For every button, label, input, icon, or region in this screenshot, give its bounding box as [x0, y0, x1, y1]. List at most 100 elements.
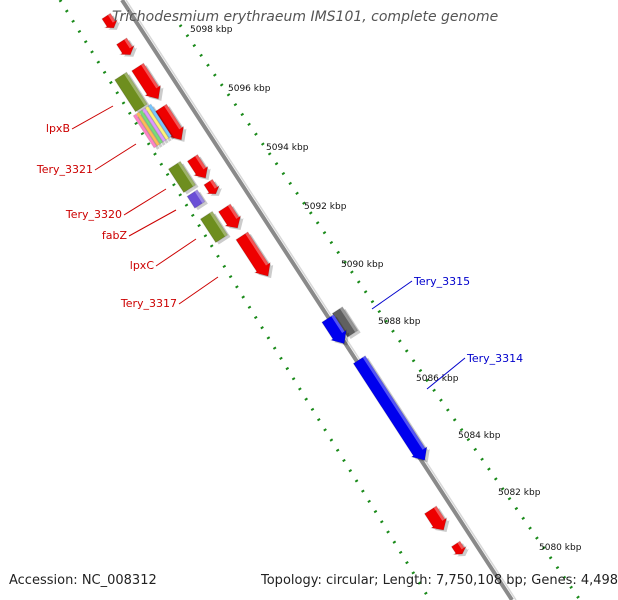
multicolour-stripe-feature-highlight — [133, 114, 157, 148]
multicolour-stripe-feature-highlight — [142, 108, 166, 142]
kbp-scale-labels: 5098 kbp 5096 kbp 5094 kbp 5092 kbp 5090 kbp… — [190, 25, 582, 553]
olive-gene-feature-body — [167, 160, 197, 194]
inner-right-dotted-track — [178, 24, 582, 600]
red-gene-feature-highlight — [107, 13, 116, 23]
multicolour-stripe-feature — [132, 113, 160, 150]
multicolour-stripe-feature-highlight — [139, 110, 163, 144]
red-gene-feature-highlight — [194, 154, 206, 170]
red-gene-feature-highlight — [433, 506, 445, 521]
olive-gene-feature — [114, 71, 151, 114]
multicolour-stripe-feature-highlight — [145, 106, 169, 140]
purple-gene-feature-highlight — [194, 189, 205, 204]
olive-gene-feature-highlight — [123, 72, 148, 106]
leader-line — [426, 357, 466, 390]
red-gene-feature — [131, 62, 164, 101]
red-gene-feature — [235, 231, 274, 279]
kbp-label: 5092 kbp — [304, 202, 347, 212]
genome-title: Trichodesmium erythraeum IMS101, complet… — [112, 9, 499, 25]
purple-gene-feature-body — [186, 189, 206, 209]
olive-gene-feature-body — [199, 210, 229, 244]
leader-line — [155, 238, 197, 267]
gray-gene-feature-highlight — [339, 306, 358, 333]
leader-line — [128, 209, 177, 237]
gene-label: lpxC — [130, 259, 155, 272]
gene-label: lpxB — [46, 122, 70, 135]
blue-gene-feature — [321, 313, 350, 346]
gene-label: Tery_3320 — [65, 208, 122, 221]
red-gene-feature-body — [131, 62, 162, 100]
kbp-label: 5096 kbp — [228, 84, 271, 94]
purple-gene-feature — [186, 189, 208, 211]
red-gene-feature-highlight — [163, 104, 182, 130]
multicolour-stripe-feature — [144, 105, 172, 142]
multicolour-stripe-feature-highlight — [148, 104, 172, 138]
red-gene-feature — [101, 12, 121, 30]
leader-line — [71, 105, 114, 130]
leader-line — [178, 276, 219, 305]
multicolour-stripe-feature — [135, 111, 163, 148]
kbp-label: 5082 kbp — [498, 488, 541, 498]
accession-text: Accession: NC_008312 — [9, 573, 157, 588]
multicolour-stripe-feature — [147, 103, 175, 140]
gene-label: fabZ — [102, 229, 128, 242]
olive-gene-feature-highlight — [177, 161, 196, 187]
red-gene-feature-body — [115, 37, 136, 56]
multicolour-stripe-feature — [138, 109, 166, 146]
label-leader-lines — [71, 105, 466, 390]
topology-summary: Topology: circular; Length: 7,750,108 bp… — [261, 573, 618, 588]
gray-gene-feature — [331, 306, 361, 340]
gene-label: Tery_3314 — [466, 352, 523, 365]
red-gene-feature — [186, 153, 211, 181]
kbp-label: 5088 kbp — [378, 317, 421, 327]
multicolour-stripe-feature-body — [132, 113, 158, 149]
red-gene-feature — [217, 203, 244, 231]
red-gene-feature-highlight — [227, 204, 239, 219]
kbp-label: 5094 kbp — [266, 143, 309, 153]
blue-gene-feature-highlight — [331, 314, 345, 334]
leader-line — [371, 280, 413, 310]
red-gene-feature-highlight — [457, 541, 465, 550]
leader-line — [123, 188, 167, 216]
red-gene-feature-highlight — [209, 179, 218, 189]
red-gene-feature — [203, 178, 223, 196]
red-gene-feature-highlight — [124, 38, 133, 49]
gene-label: Tery_3321 — [36, 163, 93, 176]
red-gene-feature-highlight — [140, 63, 159, 89]
genome-map: 5098 kbp 5096 kbp 5094 kbp 5092 kbp 5090 kbp… — [36, 0, 582, 600]
blue-gene-feature-highlight — [362, 355, 426, 450]
gene-features — [101, 12, 469, 557]
red-gene-feature-body — [203, 178, 221, 195]
red-gene-feature — [450, 540, 469, 557]
multicolour-stripe-feature-body — [147, 103, 173, 139]
multicolour-stripe-feature-body — [135, 111, 161, 147]
kbp-label: 5080 kbp — [539, 543, 582, 553]
olive-gene-feature-highlight — [209, 211, 228, 237]
kbp-label: 5090 kbp — [341, 260, 384, 270]
gray-gene-feature-body — [331, 306, 359, 338]
red-gene-feature-body — [217, 203, 242, 229]
red-gene-feature-body — [235, 231, 271, 277]
genome-backbone — [120, 0, 517, 600]
blue-gene-feature-body — [352, 355, 428, 461]
multicolour-stripe-feature-body — [141, 107, 167, 143]
multicolour-stripe-feature-body — [138, 109, 164, 145]
red-gene-feature-body — [101, 12, 119, 29]
olive-gene-feature — [199, 210, 231, 245]
multicolour-stripe-feature-body — [144, 105, 170, 141]
kbp-label: 5084 kbp — [458, 431, 501, 441]
red-gene-feature — [115, 37, 138, 57]
kbp-label: 5086 kbp — [416, 374, 459, 384]
red-gene-feature — [423, 505, 450, 533]
gene-label: Tery_3317 — [120, 297, 177, 310]
red-gene-feature-body — [450, 540, 468, 555]
multicolour-stripe-feature-highlight — [136, 112, 160, 146]
red-gene-feature-highlight — [245, 232, 269, 266]
kbp-label: 5098 kbp — [190, 25, 233, 35]
red-gene-feature-body — [186, 153, 209, 179]
blue-gene-feature — [352, 355, 430, 463]
olive-gene-feature-body — [114, 71, 148, 113]
red-gene-feature-body — [423, 505, 448, 531]
leader-line — [94, 143, 137, 171]
blue-gene-feature-body — [321, 313, 347, 345]
